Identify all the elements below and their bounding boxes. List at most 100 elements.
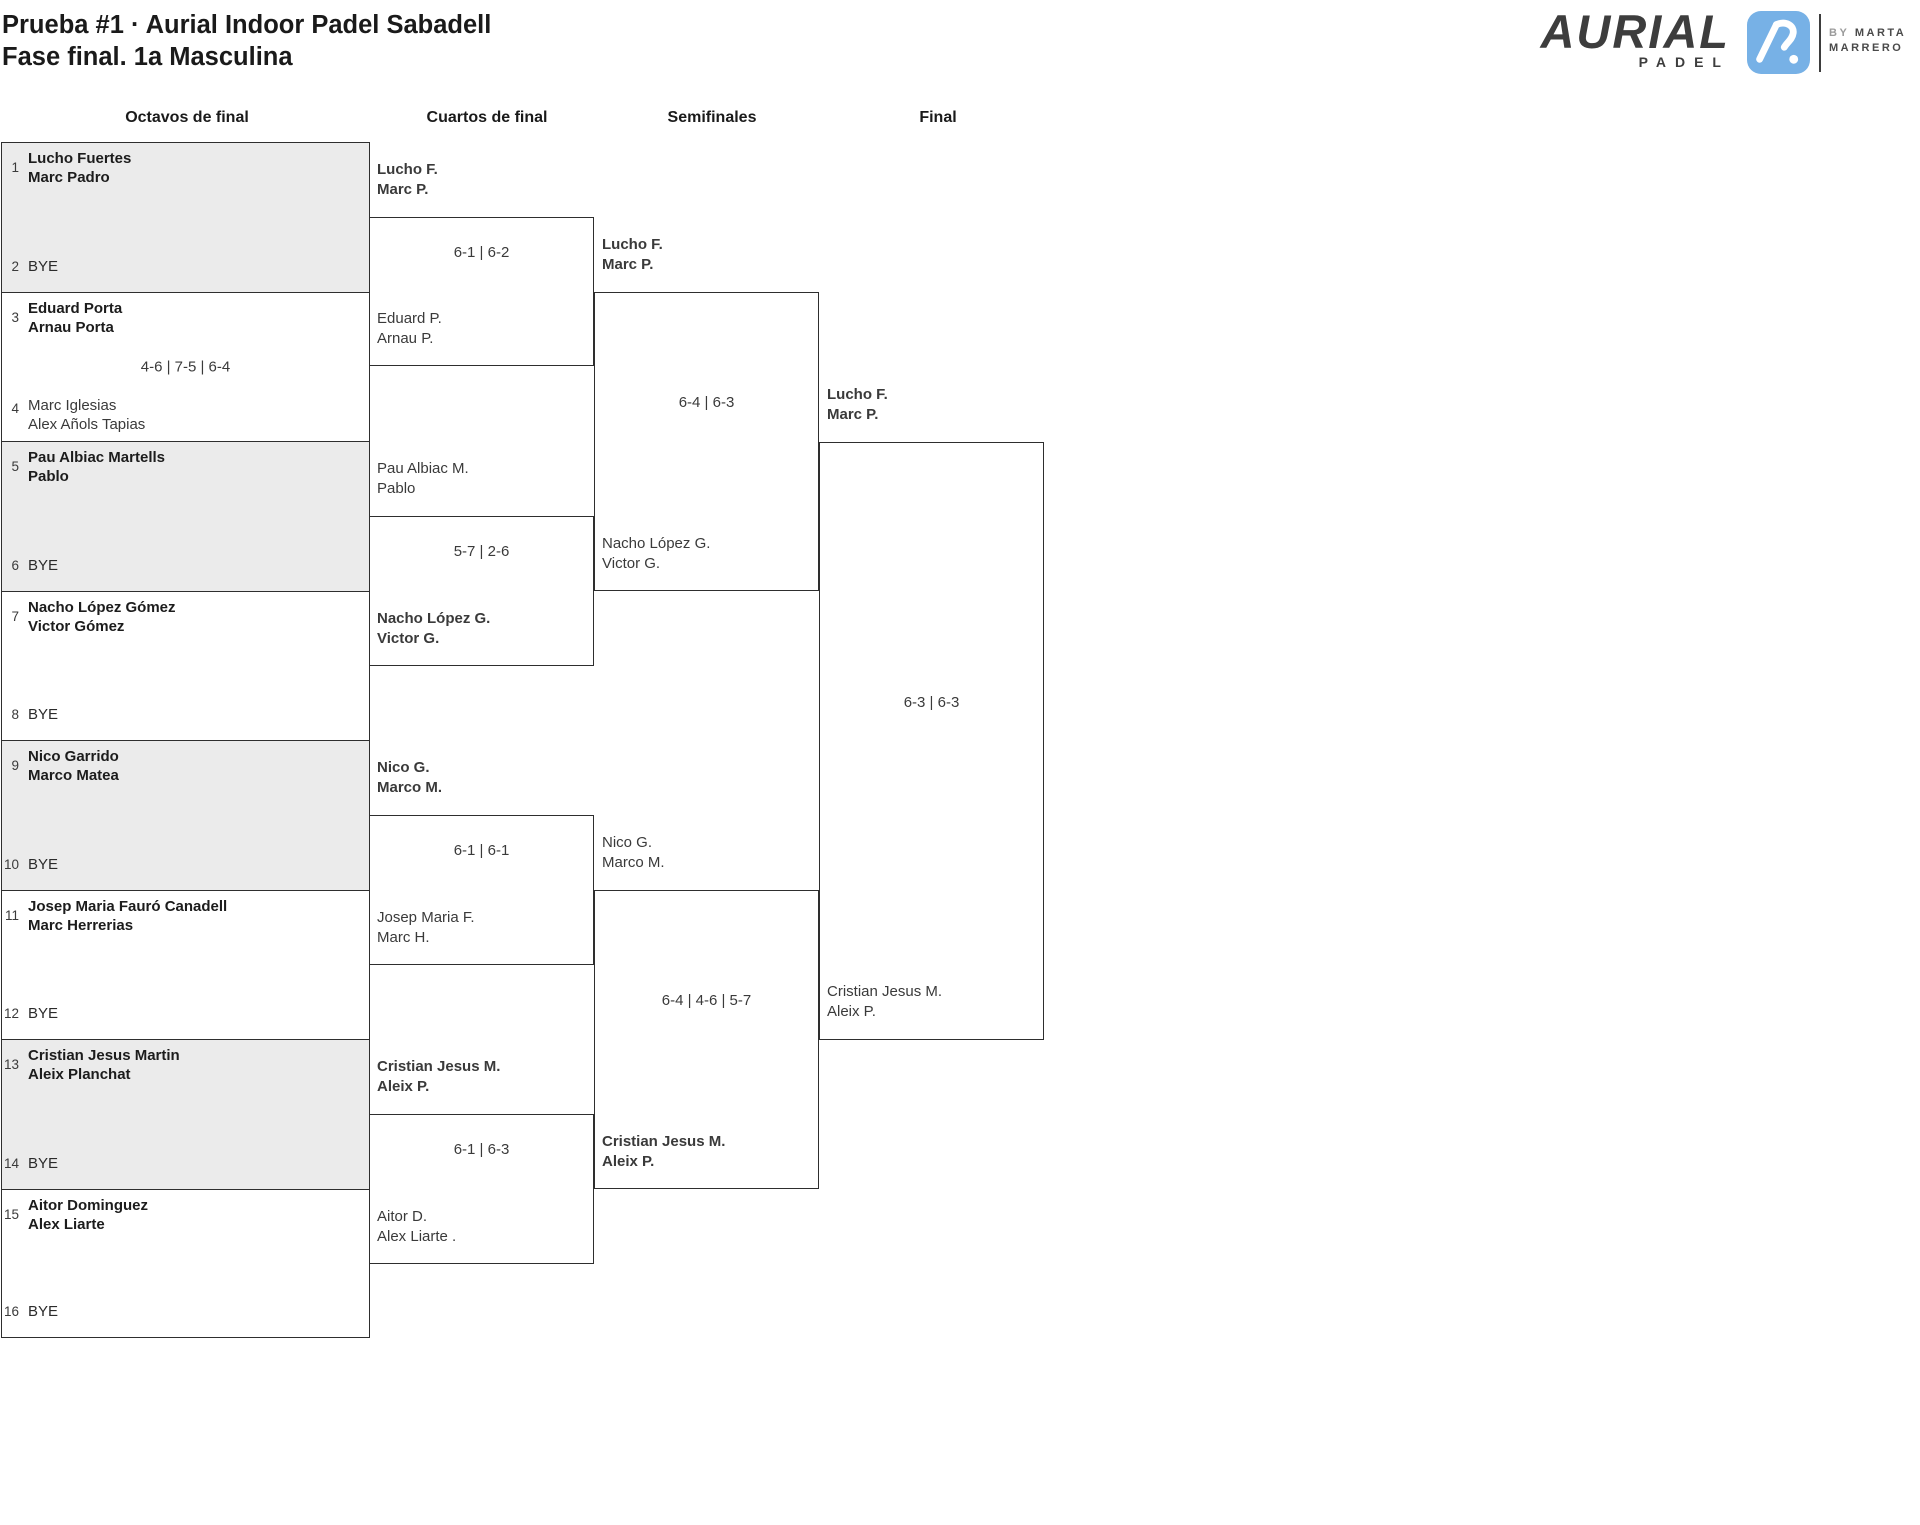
seed-number: 2 (11, 258, 19, 274)
qf1-team-b: Eduard P.Arnau P. (377, 310, 442, 347)
logo-divider (1819, 14, 1821, 72)
qf4-team-b: Aitor D.Alex Liarte . (377, 1208, 457, 1245)
team-name: Josep Maria Fauró Canadell (28, 897, 228, 915)
aurial-monogram-icon (1756, 19, 1799, 64)
logo-byline-2: MARRERO (1829, 42, 1904, 54)
round-header-final: Final (919, 109, 957, 126)
round-header-semifinales: Semifinales (667, 109, 757, 126)
qf2-team-a: Pau Albiac M.Pablo (377, 460, 469, 497)
qf2-team-b: Nacho López G.Victor G. (377, 610, 491, 647)
team-name: Cristian Jesus Martin (28, 1047, 180, 1064)
seed-number: 7 (11, 608, 19, 624)
qf3-score: 6-1 | 6-1 (453, 842, 510, 859)
team-name: Aleix Planchat (28, 1066, 131, 1083)
final-team-a: Lucho F.Marc P. (827, 386, 888, 423)
sf1-team-a: Lucho F.Marc P. (602, 236, 663, 273)
qf1-score: 6-1 | 6-2 (453, 244, 510, 261)
qf3-team-a: Nico G.Marco M. (377, 759, 443, 796)
sf2-team-b: Cristian Jesus M.Aleix P. (602, 1133, 726, 1170)
qf-match-1-box (369, 217, 594, 366)
team-name: Pablo (28, 468, 69, 485)
seed-number: 14 (3, 1155, 19, 1171)
aurial-logo-text: AURIAL (1540, 5, 1730, 58)
final-score: 6-3 | 6-3 (903, 694, 960, 711)
sf1-score: 6-4 | 6-3 (678, 394, 735, 411)
match-score: 4-6 | 7-5 | 6-4 (140, 358, 231, 376)
sf-match-1-box (594, 291, 819, 591)
qf3-team-b: Josep Maria F.Marc H. (377, 909, 475, 946)
team-name: Nacho López Gómez (28, 598, 176, 616)
round-header-cuartos: Cuartos de final (426, 109, 548, 126)
qf2-score: 5-7 | 2-6 (453, 543, 510, 560)
seed-number: 3 (11, 309, 19, 325)
bye-label: BYE (28, 1303, 59, 1320)
final-team-b: Cristian Jesus M.Aleix P. (827, 983, 943, 1020)
seed-number: 1 (11, 160, 19, 175)
bye-label: BYE (28, 706, 59, 723)
qf1-team-a: Lucho F.Marc P. (377, 161, 438, 198)
qf-match-3-box (369, 815, 594, 965)
team-name: Aitor Dominguez (28, 1196, 148, 1214)
seed-number: 4 (11, 401, 19, 416)
seed-number: 16 (3, 1304, 19, 1319)
aurial-logo-badge (1747, 11, 1810, 74)
seed-number: 6 (11, 557, 19, 573)
team-name: Nico Garrido (28, 748, 119, 765)
seed-number: 5 (11, 459, 19, 474)
seed-number: 15 (3, 1206, 19, 1222)
qf4-score: 6-1 | 6-3 (453, 1141, 510, 1158)
team-name: Pau Albiac Martells (28, 449, 165, 466)
logo-byline-1: BY MARTA (1829, 27, 1907, 39)
seed-number: 12 (3, 1006, 19, 1021)
bye-label: BYE (28, 257, 59, 275)
seed-number: 9 (11, 758, 19, 773)
qf-match-2-box (369, 516, 594, 666)
sf2-score: 6-4 | 4-6 | 5-7 (661, 992, 752, 1009)
team-name: Lucho Fuertes (28, 150, 132, 167)
sf-match-2-box (594, 889, 819, 1189)
team-name: Alex Añols Tapias (28, 416, 146, 433)
team-name: Marc Padro (28, 169, 110, 186)
team-name: Victor Gómez (28, 617, 125, 635)
bye-label: BYE (28, 1154, 59, 1172)
team-name: Marco Matea (28, 767, 119, 784)
team-name: Marc Herrerias (28, 916, 134, 934)
sf2-team-a: Nico G.Marco M. (602, 834, 665, 871)
seed-number: 8 (11, 707, 19, 722)
page-subtitle: Fase final. 1a Masculina (2, 43, 293, 71)
seed-number: 13 (3, 1057, 19, 1072)
bye-label: BYE (28, 556, 59, 574)
final-match-box (819, 441, 1044, 1040)
seed-number: 10 (3, 856, 19, 872)
page-title: Prueba #1 · Aurial Indoor Padel Sabadell (2, 11, 492, 39)
team-name: Arnau Porta (28, 318, 114, 336)
team-name: Alex Liarte (28, 1215, 105, 1233)
team-name: Eduard Porta (28, 299, 123, 317)
bye-label: BYE (28, 1005, 59, 1022)
qf-match-4-box (369, 1114, 594, 1264)
seed-number: 11 (4, 907, 19, 923)
aurial-logo-subtext: PADEL (1638, 54, 1730, 70)
bye-label: BYE (28, 855, 59, 873)
team-name: Marc Iglesias (28, 397, 117, 414)
qf4-team-a: Cristian Jesus M.Aleix P. (377, 1058, 501, 1095)
sf1-team-b: Nacho López G.Victor G. (602, 535, 711, 572)
round-header-octavos: Octavos de final (125, 109, 249, 126)
